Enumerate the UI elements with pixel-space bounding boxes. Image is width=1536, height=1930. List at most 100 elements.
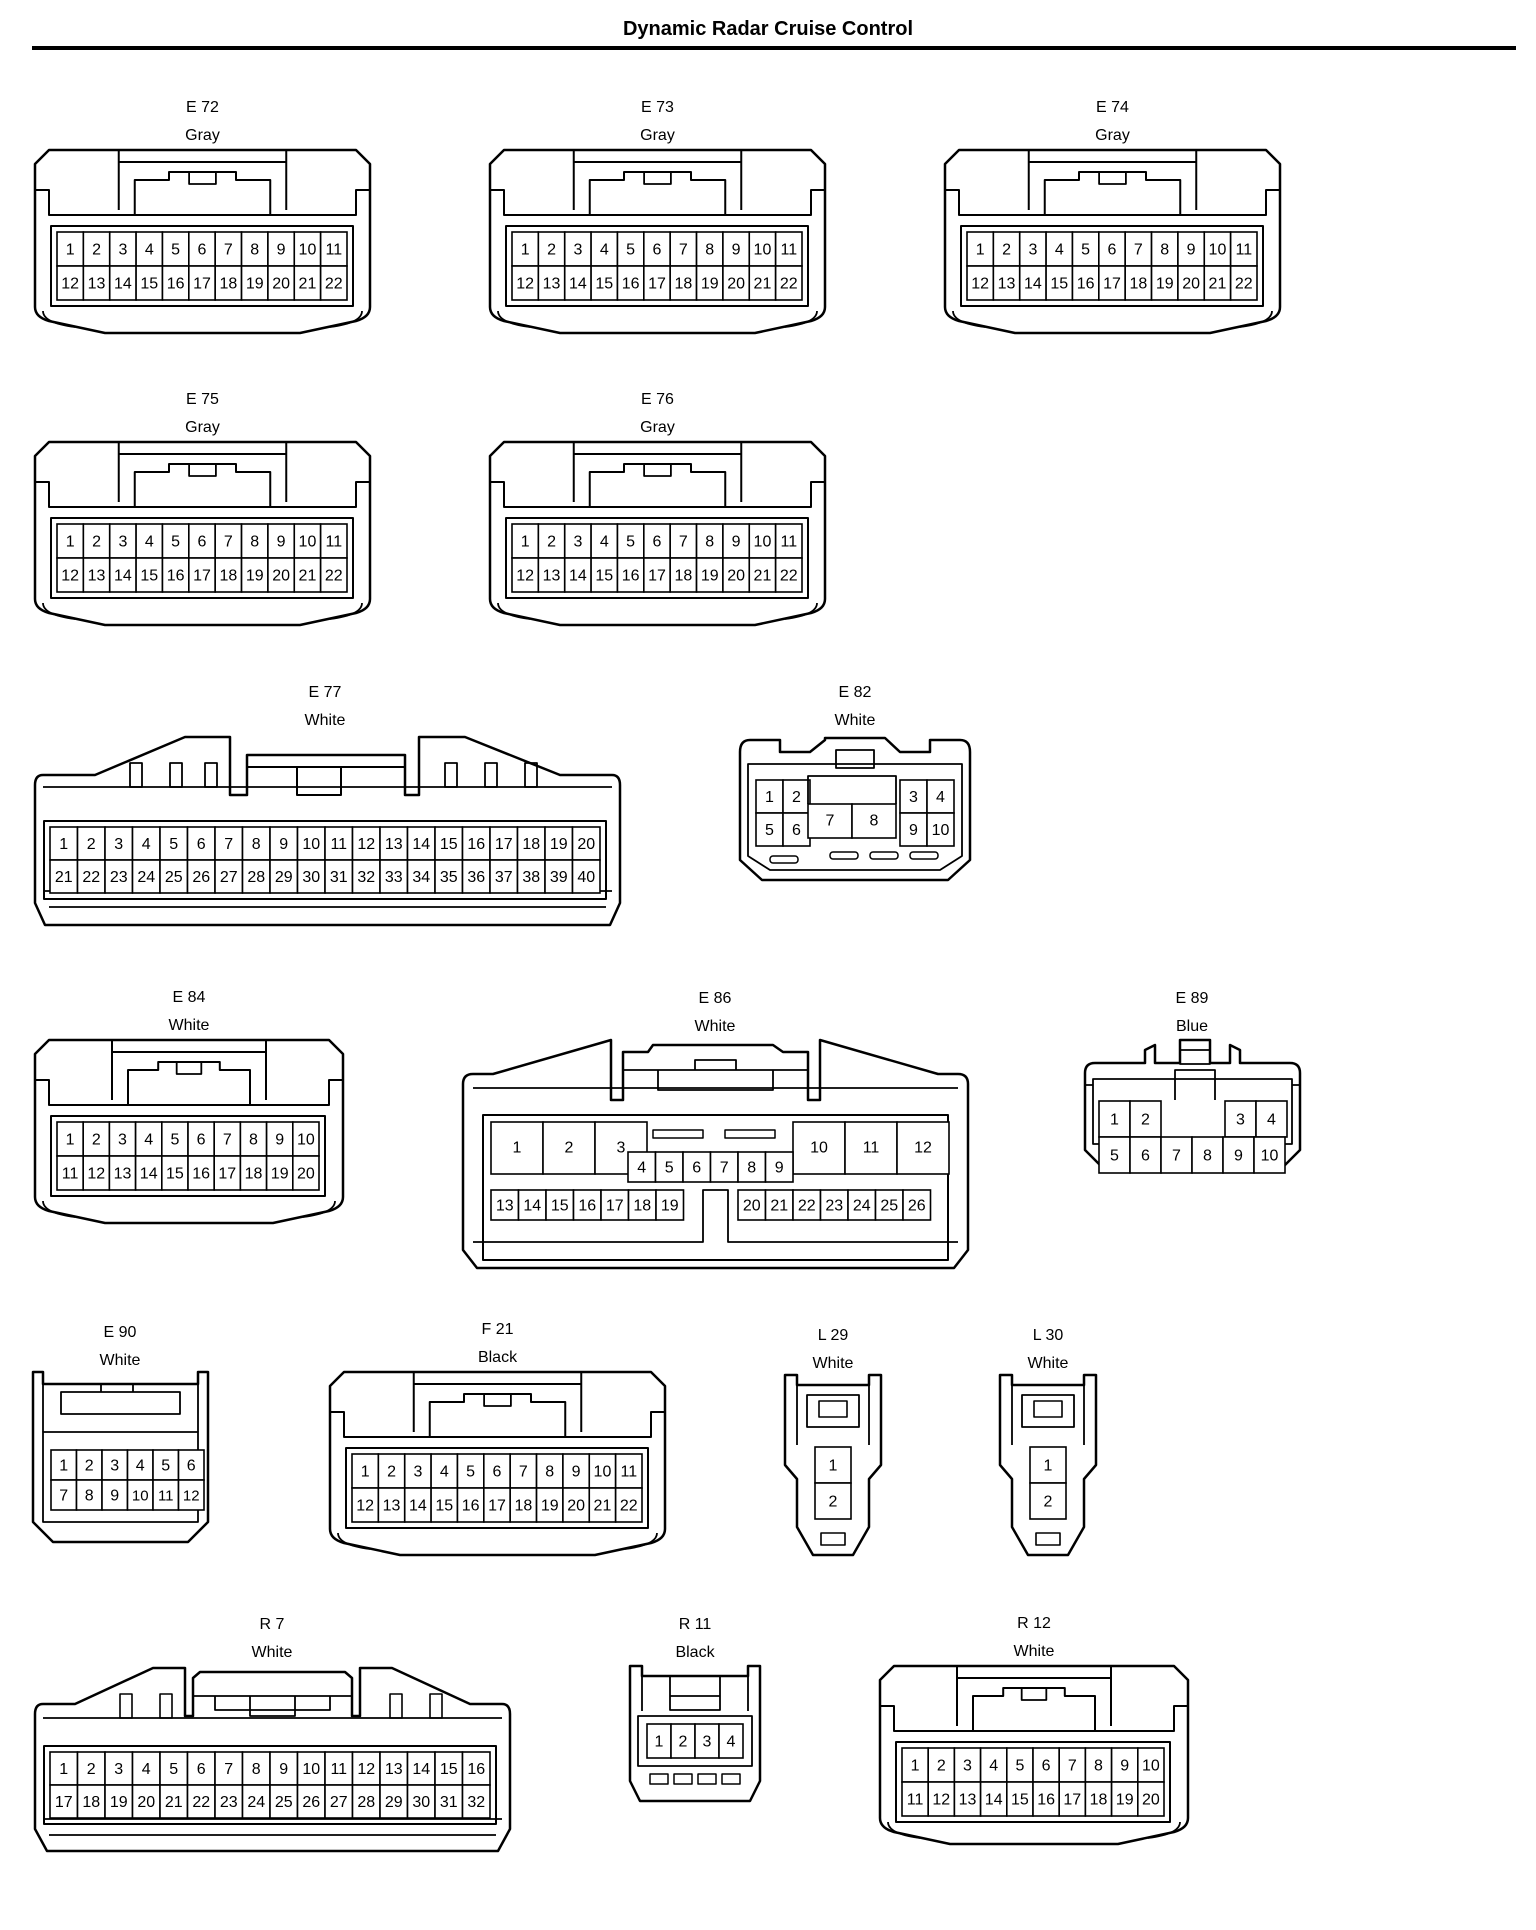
pin-label: 9 [279,1761,288,1778]
pin-e74-17 [1098,265,1126,301]
pin-r12-10 [1137,1747,1165,1783]
pin-label: 3 [114,1761,123,1778]
pin-label: 28 [357,1794,375,1811]
pin-label: 19 [661,1198,679,1215]
pin-e75-13 [82,557,111,593]
pin-label: 19 [701,276,719,293]
pin-label: 10 [1261,1148,1279,1165]
pin-label: 3 [617,1140,626,1157]
pin-label: 2 [1044,1494,1053,1511]
pin-r7-17 [49,1784,79,1819]
pin-e86-6 [682,1151,712,1183]
pin-label: 10 [299,242,317,259]
pin-label: 18 [674,568,692,585]
pin-f21-6 [483,1453,511,1489]
pin-e86-19 [655,1189,685,1221]
pin-label: 19 [1116,1792,1134,1809]
pin-e76-22 [774,557,803,593]
pin-label: 4 [440,1464,449,1481]
pin-e77-10 [296,826,326,861]
pin-label: 15 [166,1166,184,1183]
pin-e90-5 [152,1449,180,1481]
pin-label: 11 [781,534,798,551]
pin-label: 7 [224,836,233,853]
pin-e73-22 [774,265,803,301]
pin-label: 5 [765,822,774,839]
pin-label: 17 [606,1198,624,1215]
connector-color: Blue [1176,1018,1208,1035]
pin-label: 14 [140,1166,158,1183]
pin-e90-8 [75,1479,103,1511]
pin-label: 16 [192,1166,210,1183]
pin-label: 6 [792,822,801,839]
pin-e84-11 [56,1155,85,1191]
pin-label: 18 [1090,1792,1108,1809]
pin-label: 3 [963,1758,972,1775]
pin-r12-19 [1110,1781,1139,1817]
pin-label: 3 [114,836,123,853]
pin-r12-14 [979,1781,1008,1817]
pin-e76-7 [669,523,698,559]
pin-label: 24 [853,1198,871,1215]
pin-f21-11 [614,1453,643,1489]
pin-e86-12 [896,1121,950,1175]
pin-r7-19 [104,1784,134,1819]
pin-label: 23 [825,1198,843,1215]
pin-label: 2 [679,1734,688,1751]
pin-label: 13 [88,568,106,585]
pin-e86-8 [737,1151,767,1183]
pin-label: 24 [137,869,155,886]
pin-e82-9 [899,812,928,847]
connector-color: White [695,1018,736,1035]
pin-label: 11 [863,1140,880,1157]
pin-label: 23 [220,1794,238,1811]
connector-id: E 76 [641,391,674,408]
pin-label: 12 [183,1488,200,1505]
pin-label: 21 [165,1794,183,1811]
pin-e76-18 [669,557,698,593]
pin-label: 17 [218,1166,236,1183]
pin-label: 11 [330,836,347,853]
pin-label: 32 [357,869,375,886]
pin-label: 13 [385,1761,403,1778]
pin-label: 22 [325,568,343,585]
pin-label: 7 [1068,1758,1077,1775]
pin-label: 9 [1234,1148,1243,1165]
pin-label: 2 [85,1458,94,1475]
title-rule [32,46,1516,50]
pin-label: 6 [187,1458,196,1475]
pin-label: 6 [653,242,662,259]
pin-e90-10 [126,1479,154,1511]
pin-e75-22 [319,557,348,593]
pin-label: 5 [171,242,180,259]
pin-label: 15 [140,568,158,585]
pin-label: 28 [247,869,265,886]
pin-label: 16 [622,568,640,585]
pin-e77-6 [186,826,216,861]
pin-e72-17 [188,265,216,301]
pin-label: 4 [1055,242,1064,259]
pin-label: 1 [521,242,530,259]
connector-color: White [305,712,346,729]
pin-e73-13 [537,265,566,301]
pin-label: 2 [937,1758,946,1775]
pin-e75-19 [240,557,269,593]
pin-r7-27 [324,1784,354,1819]
pin-e90-12 [177,1479,205,1511]
pin-r7-3 [104,1751,134,1786]
pin-e76-1 [511,523,540,559]
pin-r7-10 [296,1751,326,1786]
pin-label: 9 [110,1488,119,1505]
pin-r7-9 [269,1751,299,1786]
pin-r12-13 [953,1781,982,1817]
pin-label: 4 [989,1758,998,1775]
pin-label: 37 [495,869,513,886]
pin-label: 10 [302,1761,320,1778]
pin-e77-35 [434,859,464,894]
pin-label: 19 [701,568,719,585]
pin-f21-15 [430,1487,459,1523]
